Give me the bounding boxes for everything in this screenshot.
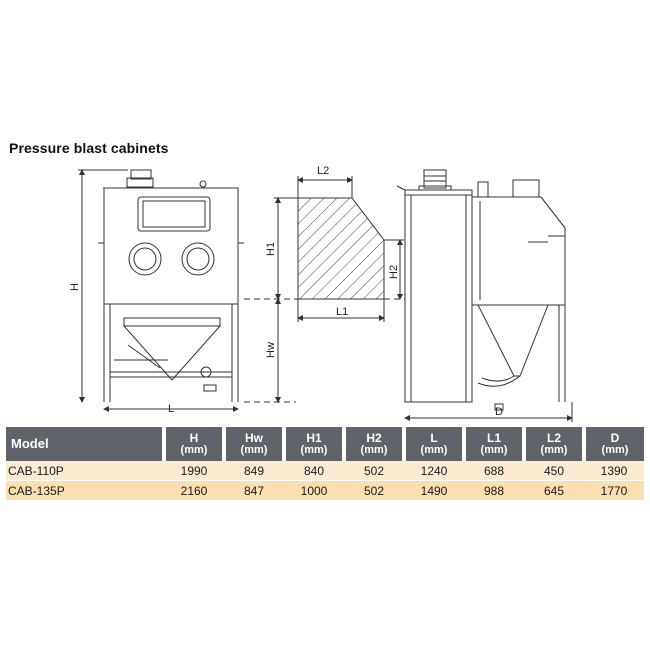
cell-L: 1240 <box>404 461 464 481</box>
cell-model: CAB-110P <box>6 461 164 481</box>
label-H1: H1 <box>265 242 277 256</box>
cell-model: CAB-135P <box>6 480 164 500</box>
label-L2: L2 <box>317 165 329 177</box>
work-chamber-section <box>274 176 404 403</box>
dimension-H <box>78 169 128 403</box>
header-L2: L2(mm) <box>524 427 586 461</box>
header-L: L(mm) <box>404 427 466 461</box>
label-L: L <box>168 403 174 415</box>
table-row: CAB-135P 2160 847 1000 502 1490 988 645 … <box>6 480 644 500</box>
cell-L2: 450 <box>524 461 584 481</box>
cell-D: 1390 <box>584 461 644 481</box>
cell-D: 1770 <box>584 480 644 500</box>
label-L1: L1 <box>336 306 348 318</box>
header-L1: L1(mm) <box>464 427 526 461</box>
table-row: CAB-110P 1990 849 840 502 1240 688 450 1… <box>6 461 644 481</box>
cell-L: 1490 <box>404 480 464 500</box>
header-H: H(mm) <box>164 427 226 461</box>
cell-L1: 688 <box>464 461 524 481</box>
cell-H: 2160 <box>164 480 224 500</box>
header-D: D(mm) <box>584 427 644 461</box>
label-H2: H2 <box>388 265 400 279</box>
cell-Hw: 849 <box>224 461 284 481</box>
label-Hw: Hw <box>265 342 277 358</box>
cell-H2: 502 <box>344 480 404 500</box>
page-title: Pressure blast cabinets <box>9 140 169 156</box>
cell-L1: 988 <box>464 480 524 500</box>
dimension-D <box>404 402 573 422</box>
cell-H2: 502 <box>344 461 404 481</box>
header-H2: H2(mm) <box>344 427 406 461</box>
label-D: D <box>495 406 503 418</box>
technical-drawing: H L L2 H1 H2 L1 Hw <box>69 165 573 422</box>
label-H: H <box>69 283 81 291</box>
header-model: Model <box>6 427 166 461</box>
front-view <box>98 169 244 402</box>
table-header-row: Model H(mm) Hw(mm) H1(mm) H2(mm) L(mm) L… <box>6 427 644 461</box>
cell-H1: 1000 <box>284 480 344 500</box>
header-H1: H1(mm) <box>284 427 346 461</box>
cell-H1: 840 <box>284 461 344 481</box>
cell-Hw: 847 <box>224 480 284 500</box>
specification-table: Model H(mm) Hw(mm) H1(mm) H2(mm) L(mm) L… <box>6 427 644 500</box>
cell-H: 1990 <box>164 461 224 481</box>
side-view <box>396 169 566 411</box>
cell-L2: 645 <box>524 480 584 500</box>
header-Hw: Hw(mm) <box>224 427 286 461</box>
